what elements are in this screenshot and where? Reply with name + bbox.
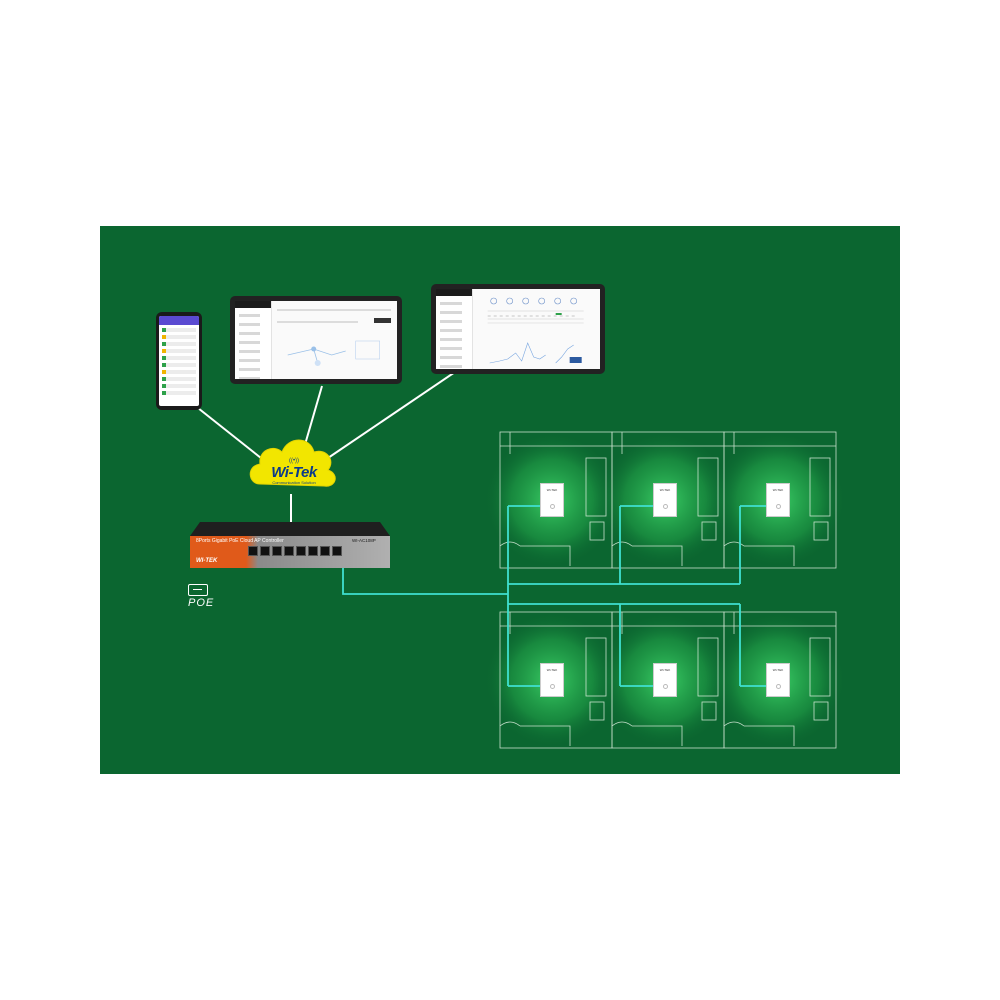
ethernet-port <box>260 546 270 556</box>
cloud-tagline: Communication Solution <box>272 480 316 485</box>
floor-plan <box>499 431 837 749</box>
tablet-dashboard <box>431 284 605 374</box>
phone-list-item <box>162 342 196 346</box>
phone-list-item <box>162 328 196 332</box>
phone-list-item <box>162 377 196 381</box>
ap-brand: WI-TEK <box>546 488 558 492</box>
switch-ports <box>248 546 342 556</box>
phone-list-item <box>162 384 196 388</box>
phone-list-item <box>162 363 196 367</box>
cloud-logo: ((•)) Wi-Tek Communication Solution <box>256 458 332 485</box>
switch-model: WI-AC108P <box>352 538 376 543</box>
switch-label: 8Ports Gigabit PoE Cloud AP Controller <box>196 538 284 544</box>
tablet-sidebar <box>436 289 474 369</box>
phone-screen <box>159 316 199 406</box>
ap-led-icon <box>776 504 781 509</box>
ethernet-port-icon <box>188 584 208 596</box>
phone-app-header <box>159 316 199 325</box>
cloud-shape <box>249 439 336 487</box>
ethernet-port <box>332 546 342 556</box>
phone-list-item <box>162 370 196 374</box>
dashboard-widgets <box>488 297 585 364</box>
tablet-dashboard-screen <box>436 289 600 369</box>
access-point: WI-TEK <box>540 663 564 697</box>
tablet-sidebar <box>235 301 272 379</box>
poe-label: POE <box>188 597 215 609</box>
cloud-links <box>197 369 459 524</box>
link-switch-aps <box>342 568 508 595</box>
switch-brand: WI-TEK <box>196 558 218 564</box>
access-point: WI-TEK <box>653 483 677 517</box>
topology-graph <box>287 340 381 366</box>
access-point: WI-TEK <box>766 663 790 697</box>
wifi-icon: ((•)) <box>288 458 300 464</box>
ethernet-port <box>296 546 306 556</box>
ap-brand: WI-TEK <box>659 488 671 492</box>
ap-brand: WI-TEK <box>772 488 784 492</box>
ethernet-port <box>284 546 294 556</box>
ap-led-icon <box>550 684 555 689</box>
room-glows <box>484 432 846 748</box>
ethernet-port <box>272 546 282 556</box>
link-tablet2-cloud <box>327 369 459 459</box>
phone-list-item <box>162 349 196 353</box>
ethernet-port <box>248 546 258 556</box>
diagram-panel: ((•)) Wi-Tek Communication Solution 8Por… <box>100 226 900 774</box>
tablet-logo <box>235 301 271 308</box>
ap-led-icon <box>776 684 781 689</box>
access-point: WI-TEK <box>540 483 564 517</box>
access-point: WI-TEK <box>766 483 790 517</box>
ethernet-port <box>308 546 318 556</box>
ap-led-icon <box>663 504 668 509</box>
ethernet-port <box>320 546 330 556</box>
ap-led-icon <box>550 504 555 509</box>
ap-led-icon <box>663 684 668 689</box>
phone-list-item <box>162 391 196 395</box>
poe-switch: 8Ports Gigabit PoE Cloud AP Controller W… <box>190 522 390 572</box>
phone-list-item <box>162 335 196 339</box>
smartphone <box>156 312 202 410</box>
access-point: WI-TEK <box>653 663 677 697</box>
link-tablet1-cloud <box>303 385 323 449</box>
ap-brand: WI-TEK <box>659 668 671 672</box>
tablet-topology-screen <box>235 301 397 379</box>
link-phone-cloud <box>197 407 267 463</box>
tablet-action-button <box>374 318 391 323</box>
tablet-logo <box>436 289 473 296</box>
cloud-brand: Wi-Tek <box>271 464 317 481</box>
ap-brand: WI-TEK <box>546 668 558 672</box>
phone-list-item <box>162 356 196 360</box>
ap-brand: WI-TEK <box>772 668 784 672</box>
switch-top <box>190 522 390 536</box>
tablet-topology <box>230 296 402 384</box>
ethernet-links <box>342 505 766 687</box>
